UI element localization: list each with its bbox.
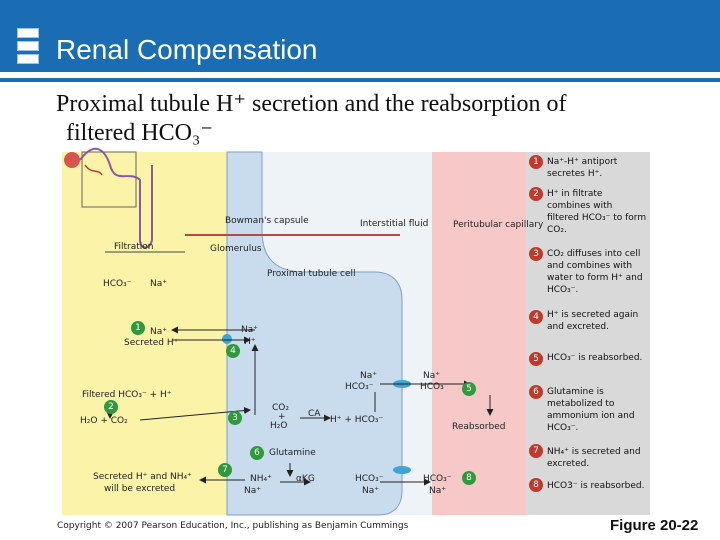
- step-2-badge: 2: [529, 187, 543, 201]
- copyright-text: Copyright © 2007 Pearson Education, Inc.…: [57, 521, 409, 531]
- cell-na-lower-label: Na⁺: [362, 486, 379, 496]
- cell-hco3-lower-label: HCO₃⁻: [355, 474, 384, 484]
- step-6-badge: 6: [529, 385, 543, 399]
- diagram-step-8-badge: 8: [462, 471, 476, 485]
- step-4-badge: 4: [529, 310, 543, 324]
- step-panel: [526, 152, 650, 515]
- lumen-na-label: Na⁺: [150, 279, 167, 289]
- logo-icon: [17, 54, 39, 64]
- step-2-text: H⁺ in filtrate combines with filtered HC…: [547, 189, 647, 235]
- step-8-text: HCO3⁻ is reabsorbed.: [547, 481, 645, 491]
- antiport-transporter: [222, 334, 232, 344]
- cell-co2-label: CO₂: [272, 403, 289, 413]
- diagram-step-3-badge: 3: [228, 411, 242, 425]
- nh4-label: NH₄⁺: [250, 474, 272, 484]
- h-hco3-label: H⁺ + HCO₃⁻: [330, 415, 384, 425]
- interstitial-fluid-label: Interstitial fluid: [360, 219, 429, 229]
- subtitle-line-2: filtered HCO₃⁻: [66, 120, 213, 146]
- secreted-h-label: Secreted H⁺: [124, 338, 179, 348]
- h2o-co2-label: H₂O + CO₂: [80, 416, 128, 426]
- step-3-badge: 3: [529, 247, 543, 261]
- filtered-hco3-label: Filtered HCO₃⁻ + H⁺: [82, 390, 172, 400]
- step-8-badge: 8: [529, 478, 543, 492]
- antiport-na-label: Na⁺: [241, 325, 258, 335]
- diagram-step-6-badge: 6: [250, 446, 264, 460]
- cap-na-lower-label: Na⁺: [429, 486, 446, 496]
- basolateral-na-label: Na⁺: [360, 371, 377, 381]
- page-title: Renal Compensation: [56, 34, 318, 65]
- filtration-label: Filtration: [114, 242, 154, 252]
- step-3-text: CO₂ diffuses into cell and combines with…: [547, 249, 643, 295]
- step-7-text: NH₄⁺ is secreted and excreted.: [547, 447, 641, 469]
- figure-number: Figure 20-22: [610, 517, 699, 534]
- proximal-tubule-cell: [226, 151, 403, 516]
- carbonic-anhydrase-label: CA: [308, 409, 321, 419]
- title-bar: Renal Compensation: [0, 0, 720, 82]
- logo-icon: [17, 28, 39, 38]
- will-be-excreted-label: will be excreted: [104, 484, 176, 494]
- glutamine-label: Glutamine: [269, 448, 316, 458]
- capillary-hco3-label: HCO₃⁻: [420, 382, 449, 392]
- step-1-text: Na⁺-H⁺ antiport secretes H⁺.: [547, 157, 618, 179]
- lumen-hco3-label: HCO₃⁻: [103, 279, 132, 289]
- na-lower-label: Na⁺: [244, 486, 261, 496]
- basolateral-transporter: [393, 466, 411, 474]
- tubule-lumen-region: [62, 152, 227, 515]
- nephron-sketch-icon: [64, 147, 153, 249]
- cell-h2o-label: H₂O: [270, 421, 288, 431]
- secreted-h-nh4-label: Secreted H⁺ and NH₄⁺: [93, 472, 192, 482]
- step-7-badge: 7: [529, 444, 543, 458]
- diagram-step-7-badge: 7: [218, 463, 232, 477]
- step1-na-label: Na⁺: [150, 327, 167, 337]
- akg-label: αKG: [296, 474, 315, 484]
- step-5-text: HCO₃⁻ is reabsorbed.: [547, 353, 643, 363]
- capillary-na-label: Na⁺: [423, 371, 440, 381]
- cap-hco3-lower-label: HCO₃⁻: [423, 474, 452, 484]
- reabsorbed-label: Reabsorbed: [452, 422, 506, 432]
- header-divider: [0, 72, 720, 78]
- step-4-text: H⁺ is secreted again and excreted.: [547, 310, 639, 332]
- cell-plus-label: +: [278, 412, 286, 422]
- diagram-step-1-badge: 1: [131, 321, 145, 335]
- proximal-tubule-cell-label: Proximal tubule cell: [267, 269, 356, 279]
- slide-subtitle: Proximal tubule H⁺ secretion and the rea…: [56, 90, 676, 148]
- step-1-badge: 1: [529, 155, 543, 169]
- diagram-step-5-badge: 5: [462, 382, 476, 396]
- diagram-step-4-badge: 4: [226, 344, 240, 358]
- glomerulus-label: Glomerulus: [210, 244, 262, 254]
- logo-icon: [17, 41, 39, 51]
- peritubular-capillary-region: [432, 152, 530, 515]
- antiport-h-label: H⁺: [244, 337, 256, 347]
- step-5-badge: 5: [529, 352, 543, 366]
- diagram-step-2-badge: 2: [104, 400, 118, 414]
- bowmans-capsule-label: Bowman's capsule: [225, 216, 309, 226]
- step-6-text: Glutamine is metabolized to ammonium ion…: [547, 387, 635, 433]
- basolateral-hco3-label: HCO₃⁻: [345, 382, 374, 392]
- peritubular-capillary-label: Peritubular capillary: [453, 220, 544, 230]
- subtitle-line-1: Proximal tubule H⁺ secretion and the rea…: [56, 91, 567, 117]
